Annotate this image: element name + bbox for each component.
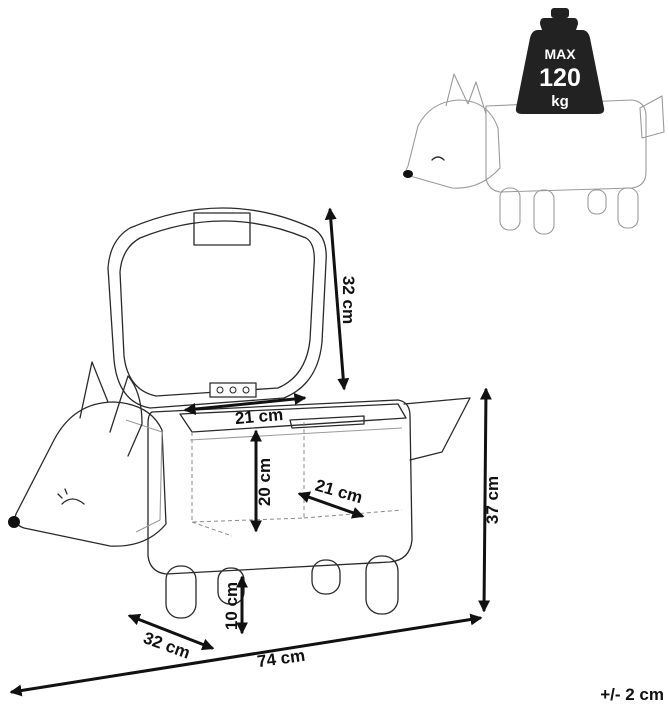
fox-right-ear [109,375,143,457]
weight-badge-icon: MAX 120 kg [515,8,605,114]
fox-left-ear [79,361,109,419]
dimension-length: 74 cm [9,613,483,697]
total-height-label: 37 cm [483,476,502,524]
lid-handle [193,212,251,246]
length-label: 74 cm [256,646,306,672]
weight-badge-max: MAX [544,46,576,62]
dimension-leg-height: 10 cm [222,575,248,635]
leg-back-left [311,559,341,595]
open-lid [107,207,327,409]
fox-head [14,401,167,547]
ottoman-body [147,399,413,575]
leg-height-label: 10 cm [222,582,241,630]
small-fox-nose-icon [403,170,413,178]
fox-nose-icon [8,516,20,528]
fox-eye-icon [61,498,85,505]
weight-badge-unit: kg [551,93,569,110]
storage-width-label: 21 cm [234,405,284,428]
tolerance-note: +/- 2 cm [600,685,664,704]
dimension-storage-width: 21 cm [183,393,307,428]
depth-label: 32 cm [141,628,193,662]
lid-height-label: 32 cm [339,276,358,324]
weight-badge-value: 120 [539,64,581,92]
leg-back-right [365,555,399,615]
hinge-icon [209,382,257,398]
storage-height-label: 20 cm [255,458,274,506]
dimension-lid-height: 32 cm [324,207,358,391]
small-fox-illustration [403,73,665,235]
dimension-storage-height: 20 cm [250,429,274,533]
dimension-total-height: 37 cm [478,387,502,613]
dimension-depth: 32 cm [127,613,215,663]
fox-tail [403,397,471,461]
dimension-storage-depth: 21 cm [297,476,365,519]
